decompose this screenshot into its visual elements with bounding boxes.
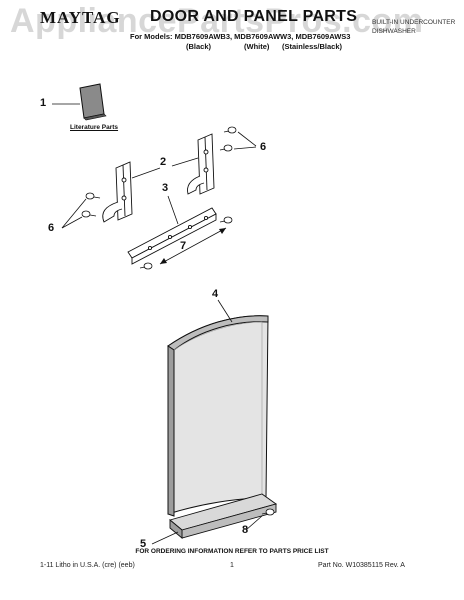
leader-6-upper-b: [233, 146, 257, 150]
callout-6-lower: 6: [48, 222, 55, 234]
leader-2-a: [171, 157, 199, 167]
product-type-line1: BUILT-IN UNDERCOUNTER: [372, 19, 456, 26]
screw-lower-2: [81, 210, 97, 218]
callout-4: 4: [212, 288, 219, 300]
door-panel: [167, 315, 269, 517]
part-number: Part No. W10385115 Rev. A: [318, 562, 405, 569]
leader-7-arrow-right: [219, 228, 226, 234]
finish-white: (White): [244, 42, 270, 51]
page-number: 1: [230, 562, 234, 569]
hinge-bracket-right: [187, 133, 215, 195]
leader-2-b: [131, 167, 161, 179]
hinge-bracket-left: [102, 161, 133, 223]
literature-booklet: [79, 83, 107, 121]
leader-5: [151, 531, 179, 545]
screw-lower-1: [85, 192, 101, 200]
screw-upper-2: [219, 144, 233, 152]
watermark: AppliancePartsPros.com: [10, 2, 424, 40]
product-type-line2: DISHWASHER: [372, 28, 416, 35]
screw-toe-panel: [261, 508, 275, 516]
screw-rail-2: [139, 262, 153, 270]
leader-6-lower-a: [61, 198, 87, 229]
finish-black: (Black): [186, 42, 212, 51]
literature-parts-label: Literature Parts: [70, 124, 119, 131]
finish-stainless: (Stainless/Black): [282, 42, 343, 51]
callout-3: 3: [162, 182, 169, 194]
leader-6-upper-a: [237, 131, 257, 147]
ordering-info: FOR ORDERING INFORMATION REFER TO PARTS …: [135, 548, 329, 555]
callout-7: 7: [180, 240, 187, 252]
callout-2: 2: [160, 156, 167, 168]
callout-1: 1: [40, 97, 47, 109]
toe-panel: [169, 493, 278, 539]
leader-8: [245, 515, 263, 531]
leader-7-arrow-left: [160, 258, 167, 264]
panel-rail: [127, 207, 217, 265]
leader-6-lower-b: [61, 216, 83, 229]
callout-8: 8: [242, 524, 249, 536]
brand-logo: MAYTAG: [40, 8, 121, 27]
models-line: For Models: MDB7609AWB3, MDB7609AWW3, MD…: [130, 32, 351, 41]
page-title: DOOR AND PANEL PARTS: [150, 8, 358, 25]
leader-3: [167, 195, 179, 225]
screw-upper-1: [223, 126, 237, 134]
callout-5: 5: [140, 538, 147, 550]
screw-rail-1: [219, 216, 233, 224]
leader-4: [217, 299, 233, 323]
callout-6-upper: 6: [260, 141, 267, 153]
litho-note: 1-11 Litho in U.S.A. (cre) (eeb): [40, 562, 135, 569]
leader-7: [159, 227, 227, 265]
